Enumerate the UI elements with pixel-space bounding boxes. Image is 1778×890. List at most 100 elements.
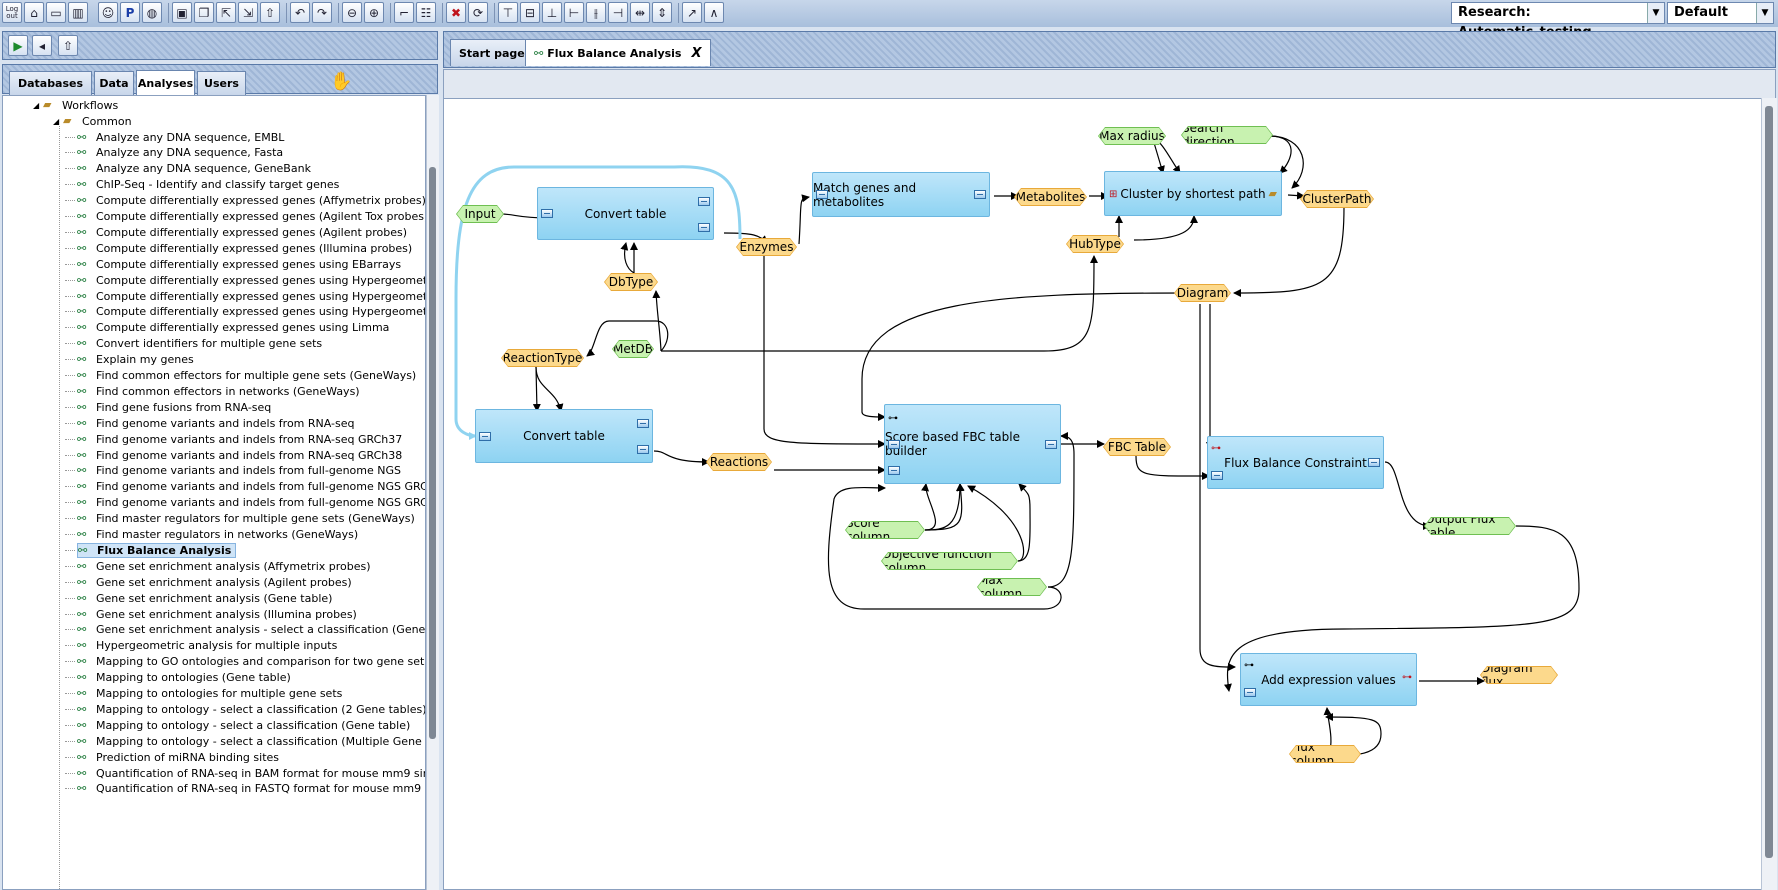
metabolites-variable[interactable]: Metabolites [1014, 188, 1087, 206]
convert-table-node[interactable]: Convert table [537, 187, 714, 240]
diagram-port-icon[interactable]: ⊶ [1211, 443, 1221, 454]
tree-item[interactable]: ⚯Explain my genes [65, 351, 194, 369]
remove-button[interactable]: ✖ [446, 2, 466, 23]
tree-item[interactable]: ⚯Convert identifiers for multiple gene s… [65, 335, 322, 353]
dbtype-variable[interactable]: DbType [604, 273, 658, 291]
diagram-port-icon[interactable]: ⊶ [1244, 660, 1254, 671]
output-port-icon[interactable] [637, 445, 649, 454]
tree-item[interactable]: ⚯Analyze any DNA sequence, GeneBank [65, 160, 311, 178]
tag-button[interactable]: ◂ [32, 35, 52, 56]
globe-button[interactable]: ◍ [142, 2, 162, 23]
output-port-icon[interactable] [1045, 440, 1057, 449]
refresh-button[interactable]: ⟳ [468, 2, 488, 23]
input-variable[interactable]: Input [456, 205, 504, 223]
align-bottom-button[interactable]: ⊥ [542, 2, 562, 23]
metdb-variable[interactable]: MetDB [612, 340, 654, 358]
logout-button[interactable]: Log out [2, 2, 22, 23]
tree-item[interactable]: ⚯Compute differentially expressed genes … [65, 192, 425, 210]
tree-item[interactable]: ⚯Mapping to ontology - select a classifi… [65, 700, 425, 718]
input-port-icon[interactable] [541, 209, 553, 218]
output-port-icon[interactable] [974, 190, 986, 199]
tree-item[interactable]: ⚯Mapping to ontology - select a classifi… [65, 732, 425, 750]
chevron-down-icon[interactable]: ▼ [1647, 3, 1664, 23]
panel-button[interactable]: ▭ [46, 2, 66, 23]
tab-flux-balance-analysis[interactable]: ⚯ Flux Balance Analysis X [525, 39, 711, 66]
cluster-shortest-path-node[interactable]: Cluster by shortest path ⊞ ▰ [1104, 171, 1282, 216]
convert-table-node[interactable]: Convert table [475, 409, 653, 463]
tree-item[interactable]: ⚯Quantification of RNA-seq in BAM format… [65, 764, 425, 782]
tree-item[interactable]: ⚯Compute differentially expressed genes … [65, 287, 425, 305]
tree-item[interactable]: ⚯Find master regulators for multiple gen… [65, 510, 415, 528]
score-column-variable[interactable]: Score column [845, 521, 925, 539]
scrollbar-thumb[interactable] [429, 167, 436, 739]
distribute-h-button[interactable]: ⇹ [630, 2, 650, 23]
tree-item[interactable]: ⚯Find common effectors in networks (Gene… [65, 382, 360, 400]
tree-item[interactable]: ⚯Gene set enrichment analysis (Affymetri… [65, 557, 371, 575]
fbc-table-variable[interactable]: FBC Table [1103, 438, 1171, 456]
flux-balance-constraint-node[interactable]: Flux Balance Constraint ⊶ [1207, 436, 1384, 489]
run-button[interactable]: ▶ [8, 35, 28, 56]
tree-group[interactable]: ◢ ▰ Common [53, 112, 132, 130]
workflow-canvas[interactable]: Convert table Convert table Match genes … [443, 98, 1762, 890]
input-port-icon[interactable] [1211, 471, 1223, 480]
tab-databases[interactable]: Databases [9, 71, 92, 95]
close-tab-button[interactable]: X [691, 45, 702, 61]
tab-analyses[interactable]: Analyses [136, 70, 195, 96]
tree-item[interactable]: ⚯Compute differentially expressed genes … [65, 271, 425, 289]
canvas-scrollbar[interactable] [1761, 98, 1777, 890]
input-port-icon[interactable] [479, 432, 491, 441]
tree-item[interactable]: ⚯Gene set enrichment analysis (Gene tabl… [65, 589, 332, 607]
tree-item[interactable]: ⚯Quantification of RNA-seq in FASTQ form… [65, 780, 425, 798]
tree-item[interactable]: ⚯Compute differentially expressed genes … [65, 208, 425, 226]
reactions-variable[interactable]: Reactions [706, 453, 772, 471]
tree-item[interactable]: ⚯Compute differentially expressed genes … [65, 319, 389, 337]
project-select[interactable]: Research: Automatic_testing ▼ [1451, 2, 1665, 40]
diagram-flux-variable[interactable]: Diagram flux [1480, 666, 1558, 684]
add-expression-values-node[interactable]: Add expression values ⊶ ⊶ [1240, 653, 1417, 706]
tree-item[interactable]: ⚯Flux Balance Analysis [65, 541, 237, 559]
zoom-out-button[interactable]: ⊖ [342, 2, 362, 23]
scrollbar-thumb[interactable] [1765, 106, 1773, 858]
tab-start-page[interactable]: Start page [450, 39, 534, 66]
input-port-icon[interactable] [816, 190, 828, 199]
diagram-port-icon[interactable]: ⊶ [888, 413, 898, 424]
tree-item[interactable]: ⚯Find genome variants and indels from fu… [65, 494, 425, 512]
objective-function-column-variable[interactable]: Objective function column [881, 552, 1018, 570]
tree-root[interactable]: ◢ ▰ Workflows [33, 96, 118, 114]
redo-button[interactable]: ↷ [312, 2, 332, 23]
analyses-tree[interactable]: ◢ ▰ Workflows ◢ ▰ Common ⚯Analyze any DN… [2, 95, 426, 890]
upload-folder-button[interactable]: ⇧ [58, 35, 78, 56]
tree-item[interactable]: ⚯Gene set enrichment analysis (Agilent p… [65, 573, 352, 591]
undo-button[interactable]: ↶ [290, 2, 310, 23]
input-port-icon[interactable] [888, 466, 900, 475]
output-port-icon[interactable] [1368, 458, 1380, 467]
tab-users[interactable]: Users [197, 71, 246, 95]
tree-item[interactable]: ⚯Compute differentially expressed genes … [65, 223, 407, 241]
select-button[interactable]: ⌐ [394, 2, 414, 23]
tree-item[interactable]: ⚯Mapping to ontology - select a classifi… [65, 716, 410, 734]
input-port-icon[interactable] [888, 440, 900, 449]
output-port-icon[interactable] [637, 419, 649, 428]
input-port-icon[interactable] [1244, 688, 1256, 697]
tree-item[interactable]: ⚯Find master regulators in networks (Gen… [65, 526, 358, 544]
zoom-in-button[interactable]: ⊕ [364, 2, 384, 23]
output-port-icon[interactable] [698, 223, 710, 232]
upload-button[interactable]: ⇧ [260, 2, 280, 23]
flux-column-variable[interactable]: Flux column [1289, 745, 1361, 763]
align-right-button[interactable]: ⊣ [608, 2, 628, 23]
clusterpath-variable[interactable]: ClusterPath [1300, 190, 1374, 208]
tree-item[interactable]: ⚯Prediction of miRNA binding sites [65, 748, 279, 766]
align-middle-button[interactable]: ⊟ [520, 2, 540, 23]
tree-item[interactable]: ⚯Analyze any DNA sequence, EMBL [65, 128, 284, 146]
tree-item[interactable]: ⚯ChIP-Seq - Identify and classify target… [65, 176, 339, 194]
user-button[interactable]: ☺ [98, 2, 118, 23]
tree-item[interactable]: ⚯Gene set enrichment analysis - select a… [65, 621, 425, 639]
save-button[interactable]: ▣ [172, 2, 192, 23]
diagram-port-icon[interactable]: ⊞ [1109, 189, 1118, 200]
tree-item[interactable]: ⚯Find gene fusions from RNA-seq [65, 398, 271, 416]
tree-item[interactable]: ⚯Hypergeometric analysis for multiple in… [65, 637, 337, 655]
score-fbc-table-builder-node[interactable]: Score based FBC table builder ⊶ [884, 404, 1061, 484]
align-left-button[interactable]: ⊢ [564, 2, 584, 23]
tree-item[interactable]: ⚯Mapping to ontologies for multiple gene… [65, 685, 342, 703]
output-flux-table-variable[interactable]: Output Flux table [1424, 517, 1516, 535]
